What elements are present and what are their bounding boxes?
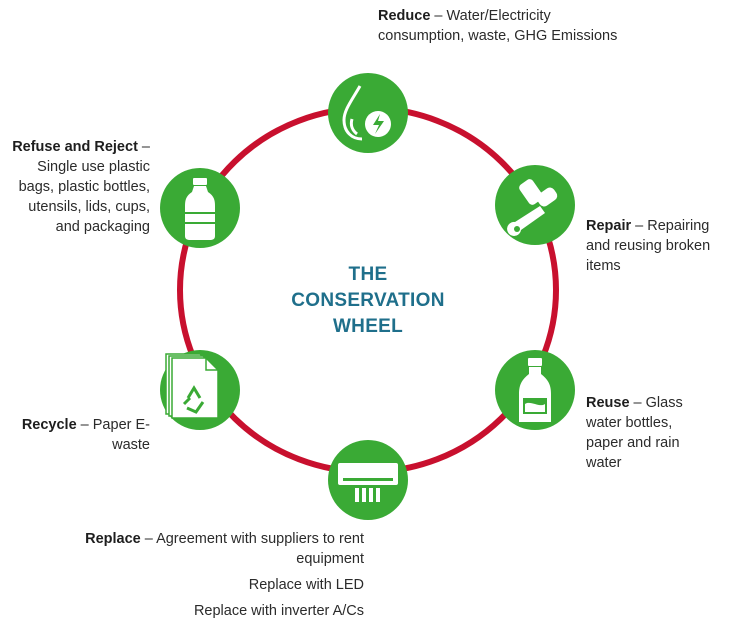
air-conditioner-icon xyxy=(338,463,398,502)
refuse-label: Refuse and Reject – Single use plastic b… xyxy=(4,137,150,237)
repair-node xyxy=(495,165,575,245)
reduce-label: Reduce – Water/Electricity consumption, … xyxy=(378,6,618,46)
recycle-text: Paper E-waste xyxy=(92,417,150,453)
recycle-paper-icon xyxy=(165,353,219,419)
recycle-label: Recycle – Paper E-waste xyxy=(20,415,150,455)
reuse-node xyxy=(495,350,575,430)
replace-node xyxy=(328,440,408,520)
replace-sep: – xyxy=(140,531,157,547)
recycle-sep: – xyxy=(76,417,93,433)
replace-text: Agreement with suppliers to rent equipme… xyxy=(156,531,364,567)
reduce-node xyxy=(328,73,408,153)
reduce-heading: Reduce xyxy=(378,8,431,24)
refuse-text: Single use plastic bags, plastic bottles… xyxy=(18,159,150,235)
center-title: THE CONSERVATION WHEEL xyxy=(268,262,468,340)
replace-extra-item: Replace with inverter A/Cs xyxy=(193,603,364,619)
refuse-heading: Refuse and Reject xyxy=(12,139,138,155)
glass-bottle-icon xyxy=(519,358,551,422)
reuse-text: Glass water bottles, paper and rain wate… xyxy=(586,395,683,471)
hand-wrench-icon xyxy=(507,179,558,236)
center-title-line: THE xyxy=(348,264,388,285)
refuse-node xyxy=(160,168,240,248)
refuse-sep: – xyxy=(137,139,150,155)
recycle-node xyxy=(160,350,240,430)
reuse-label: Reuse – Glass water bottles, paper and r… xyxy=(586,393,706,473)
recycle-heading: Recycle xyxy=(21,417,77,433)
plastic-bottle-icon xyxy=(185,178,215,240)
center-title-line: WHEEL xyxy=(332,316,404,337)
replace-heading: Replace xyxy=(85,531,141,547)
repair-label: Repair – Repairing and reusing broken it… xyxy=(586,216,732,276)
water-electricity-drop-icon xyxy=(342,85,391,141)
replace-extra-item: Replace with LED xyxy=(248,577,364,593)
reduce-sep: – xyxy=(430,8,447,24)
repair-heading: Repair xyxy=(586,218,632,234)
repair-sep: – xyxy=(631,218,648,234)
center-title-line: CONSERVATION xyxy=(291,290,445,311)
reduce-text: Water/Electricity consumption, waste, GH… xyxy=(378,8,618,44)
repair-text: Repairing and reusing broken items xyxy=(586,218,711,274)
reuse-sep: – xyxy=(629,395,646,411)
reuse-heading: Reuse xyxy=(586,395,630,411)
replace-label: Replace – Agreement with suppliers to re… xyxy=(60,529,364,621)
